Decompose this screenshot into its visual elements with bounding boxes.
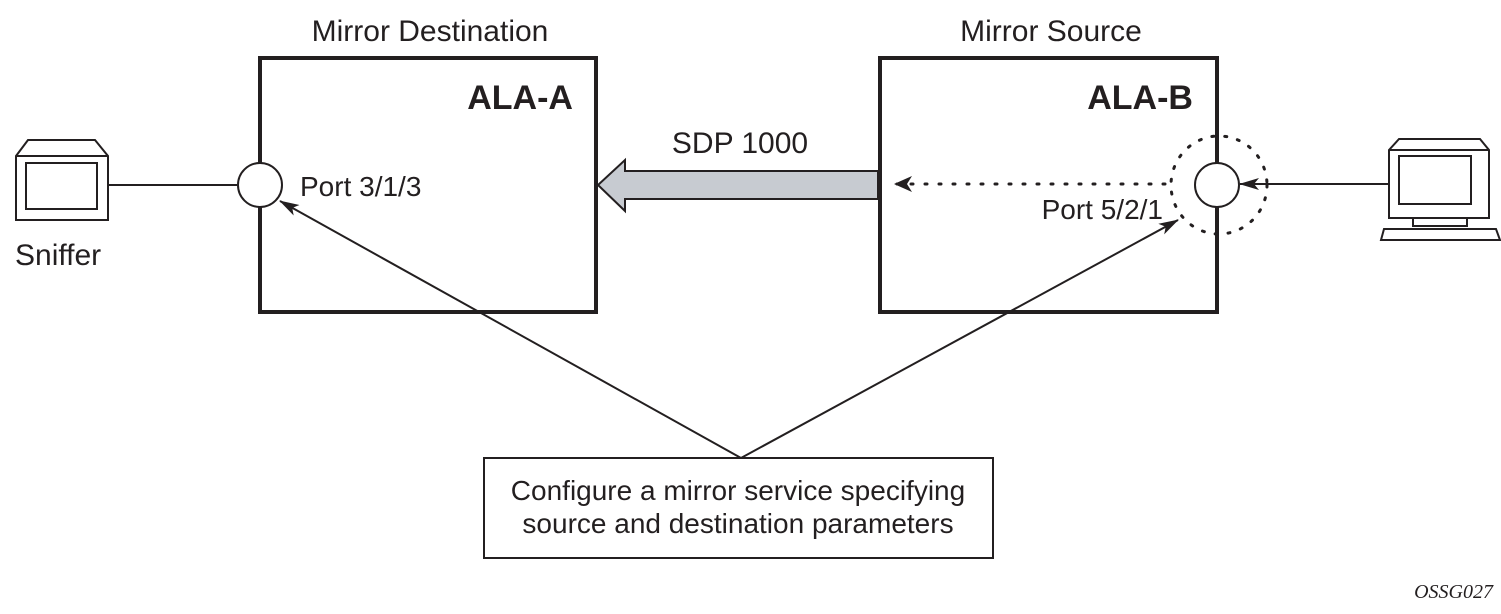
sniffer-terminal-icon: [15, 139, 109, 221]
callout-box: [483, 457, 994, 559]
port-5-2-1-label: Port 5/2/1: [1042, 194, 1163, 225]
callout-line-2: source and destination parameters: [522, 508, 953, 539]
callout-line-1: Configure a mirror service specifying: [511, 475, 965, 506]
callout-pointer-destination: [279, 200, 742, 459]
port-3-1-3-label: Port 3/1/3: [300, 171, 421, 202]
sdp-tunnel-arrow: [596, 157, 879, 214]
source-heading: Mirror Source: [960, 15, 1142, 48]
sdp-label: SDP 1000: [672, 127, 808, 160]
destination-heading: Mirror Destination: [312, 15, 549, 48]
node-ala-b-name: ALA-B: [1087, 79, 1193, 117]
figure-id: OSSG027: [1414, 581, 1494, 603]
port-3-1-3-circle: [237, 162, 283, 208]
computer-icon: [1379, 138, 1501, 241]
port-5-2-1-circle: [1194, 162, 1240, 208]
node-ala-a-name: ALA-A: [467, 79, 573, 117]
callout-pointer-source: [740, 219, 1179, 459]
sniffer-label: Sniffer: [15, 239, 101, 272]
mirrored-traffic-arrowhead: [894, 176, 912, 192]
